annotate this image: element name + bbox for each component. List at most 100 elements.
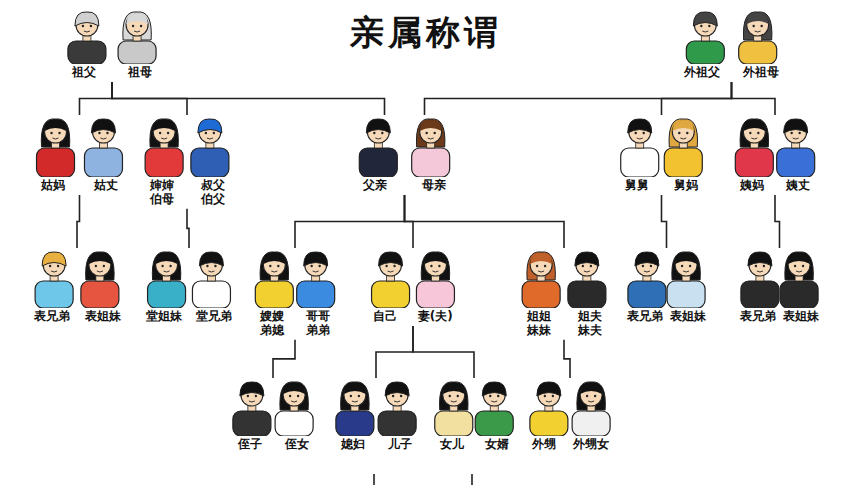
eye [400,395,402,397]
fringe [580,383,602,394]
eye [433,132,435,134]
hair [672,252,700,280]
head [156,254,178,276]
kinship-label: 姑丈 [94,178,118,193]
mouth [796,271,802,272]
label-row: 嫂嫂 弟媳哥哥 弟弟 [248,308,342,340]
kinship-label: 侄女 [285,437,309,452]
label-row: 姑妈姑丈 [25,177,134,195]
eye [297,395,299,397]
hair [123,12,151,40]
eye [749,132,751,134]
head [747,14,769,36]
person-figures [25,115,134,177]
person-pair: 自己妻(夫) [362,248,464,326]
person-pair: 媳妇儿子 [328,378,424,454]
label-row: 表兄弟表姐妹 [25,308,129,326]
person-pair: 表兄弟表姐妹 [622,248,711,326]
person-pair: 表兄弟表姐妹 [735,248,824,326]
eye [497,395,499,397]
eye [95,265,97,267]
hair [91,119,115,133]
hair [740,119,768,147]
label-row: 姨妈姨丈 [728,177,822,195]
eye [50,132,52,134]
body [68,41,106,64]
body [416,281,454,308]
hair [86,252,114,280]
eye [350,395,352,397]
head [743,121,765,143]
body [735,148,773,177]
label-row: 女儿女婿 [428,436,520,454]
mouth [388,271,394,272]
tree-connector [376,326,413,378]
tree-connector [77,195,80,248]
body [628,281,666,308]
person-pair: 侄子侄女 [225,378,321,454]
eye [757,132,759,134]
eye [449,395,451,397]
kinship-label: 祖母 [128,65,152,80]
kinship-label: 外甥女 [573,437,609,452]
person-pair: 婶婶 伯母叔父 伯父 [135,115,239,209]
tree-line [471,474,473,485]
label-row: 外祖父外祖母 [672,64,791,82]
eye [678,132,680,134]
person-figures [55,8,169,64]
fringe [344,383,366,394]
body [412,148,450,177]
body [522,281,560,308]
kinship-label: 儿子 [388,437,412,452]
eye [381,132,383,134]
mouth [97,271,103,272]
hair [199,252,223,266]
body [145,148,183,177]
mouth [451,401,457,402]
mouth [432,271,438,272]
person-pair: 父亲母亲 [345,115,464,195]
kinship-label: 外甥 [532,437,556,452]
fringe [263,253,285,264]
kinship-label: 表姐妹 [783,309,819,324]
body [359,148,397,177]
head [126,14,148,36]
tree-connector [425,82,732,115]
kinship-label: 表兄弟 [34,309,70,324]
fringe [424,253,446,264]
hair [669,119,697,147]
kinship-label: 舅妈 [674,178,698,193]
body [275,411,313,436]
body [475,411,513,436]
kinship-label: 女婿 [485,437,509,452]
head [580,384,602,406]
mouth [207,138,213,139]
eye [635,132,637,134]
mouth [51,271,57,272]
body [372,281,410,308]
person-pair: 表兄弟表姐妹 [25,248,129,326]
eye [392,395,394,397]
mouth [644,271,650,272]
fringe [530,253,552,264]
mouth [134,31,140,32]
eye [106,132,108,134]
body [148,281,186,308]
eye [205,132,207,134]
fringe [743,120,765,131]
hair [42,252,66,266]
kinship-label: 表兄弟 [740,309,776,324]
mouth [375,138,381,139]
label-row: 舅舅舅妈 [612,177,711,195]
hair [41,119,69,147]
eye [214,265,216,267]
tree-connector [775,195,780,248]
head [443,384,465,406]
hair [421,252,449,280]
body [530,411,568,436]
hair [577,382,605,410]
tree-connector [564,340,570,378]
mouth [584,271,590,272]
tree-connector [295,195,405,248]
eye [358,395,360,397]
